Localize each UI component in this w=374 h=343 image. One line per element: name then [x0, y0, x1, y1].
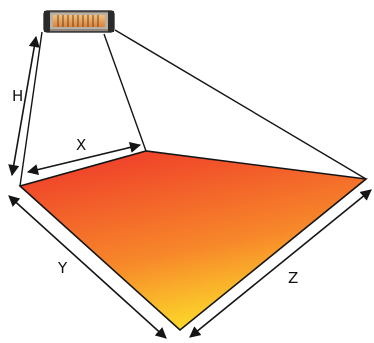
- width-label: X: [76, 136, 86, 154]
- height-label: H: [12, 87, 23, 105]
- width-dimension-arrow: [26, 141, 142, 176]
- height-dimension-arrow: [8, 35, 40, 177]
- diagonal-label: Z: [288, 269, 298, 287]
- heater-icon: [43, 10, 115, 33]
- depth-label: Y: [57, 259, 68, 277]
- depth-dimension-arrow: [8, 195, 167, 339]
- projection-line-center: [103, 33, 147, 152]
- projection-line-right: [114, 29, 367, 180]
- heated-floor-area: [18, 150, 368, 332]
- diagonal-dimension-arrow: [189, 189, 372, 338]
